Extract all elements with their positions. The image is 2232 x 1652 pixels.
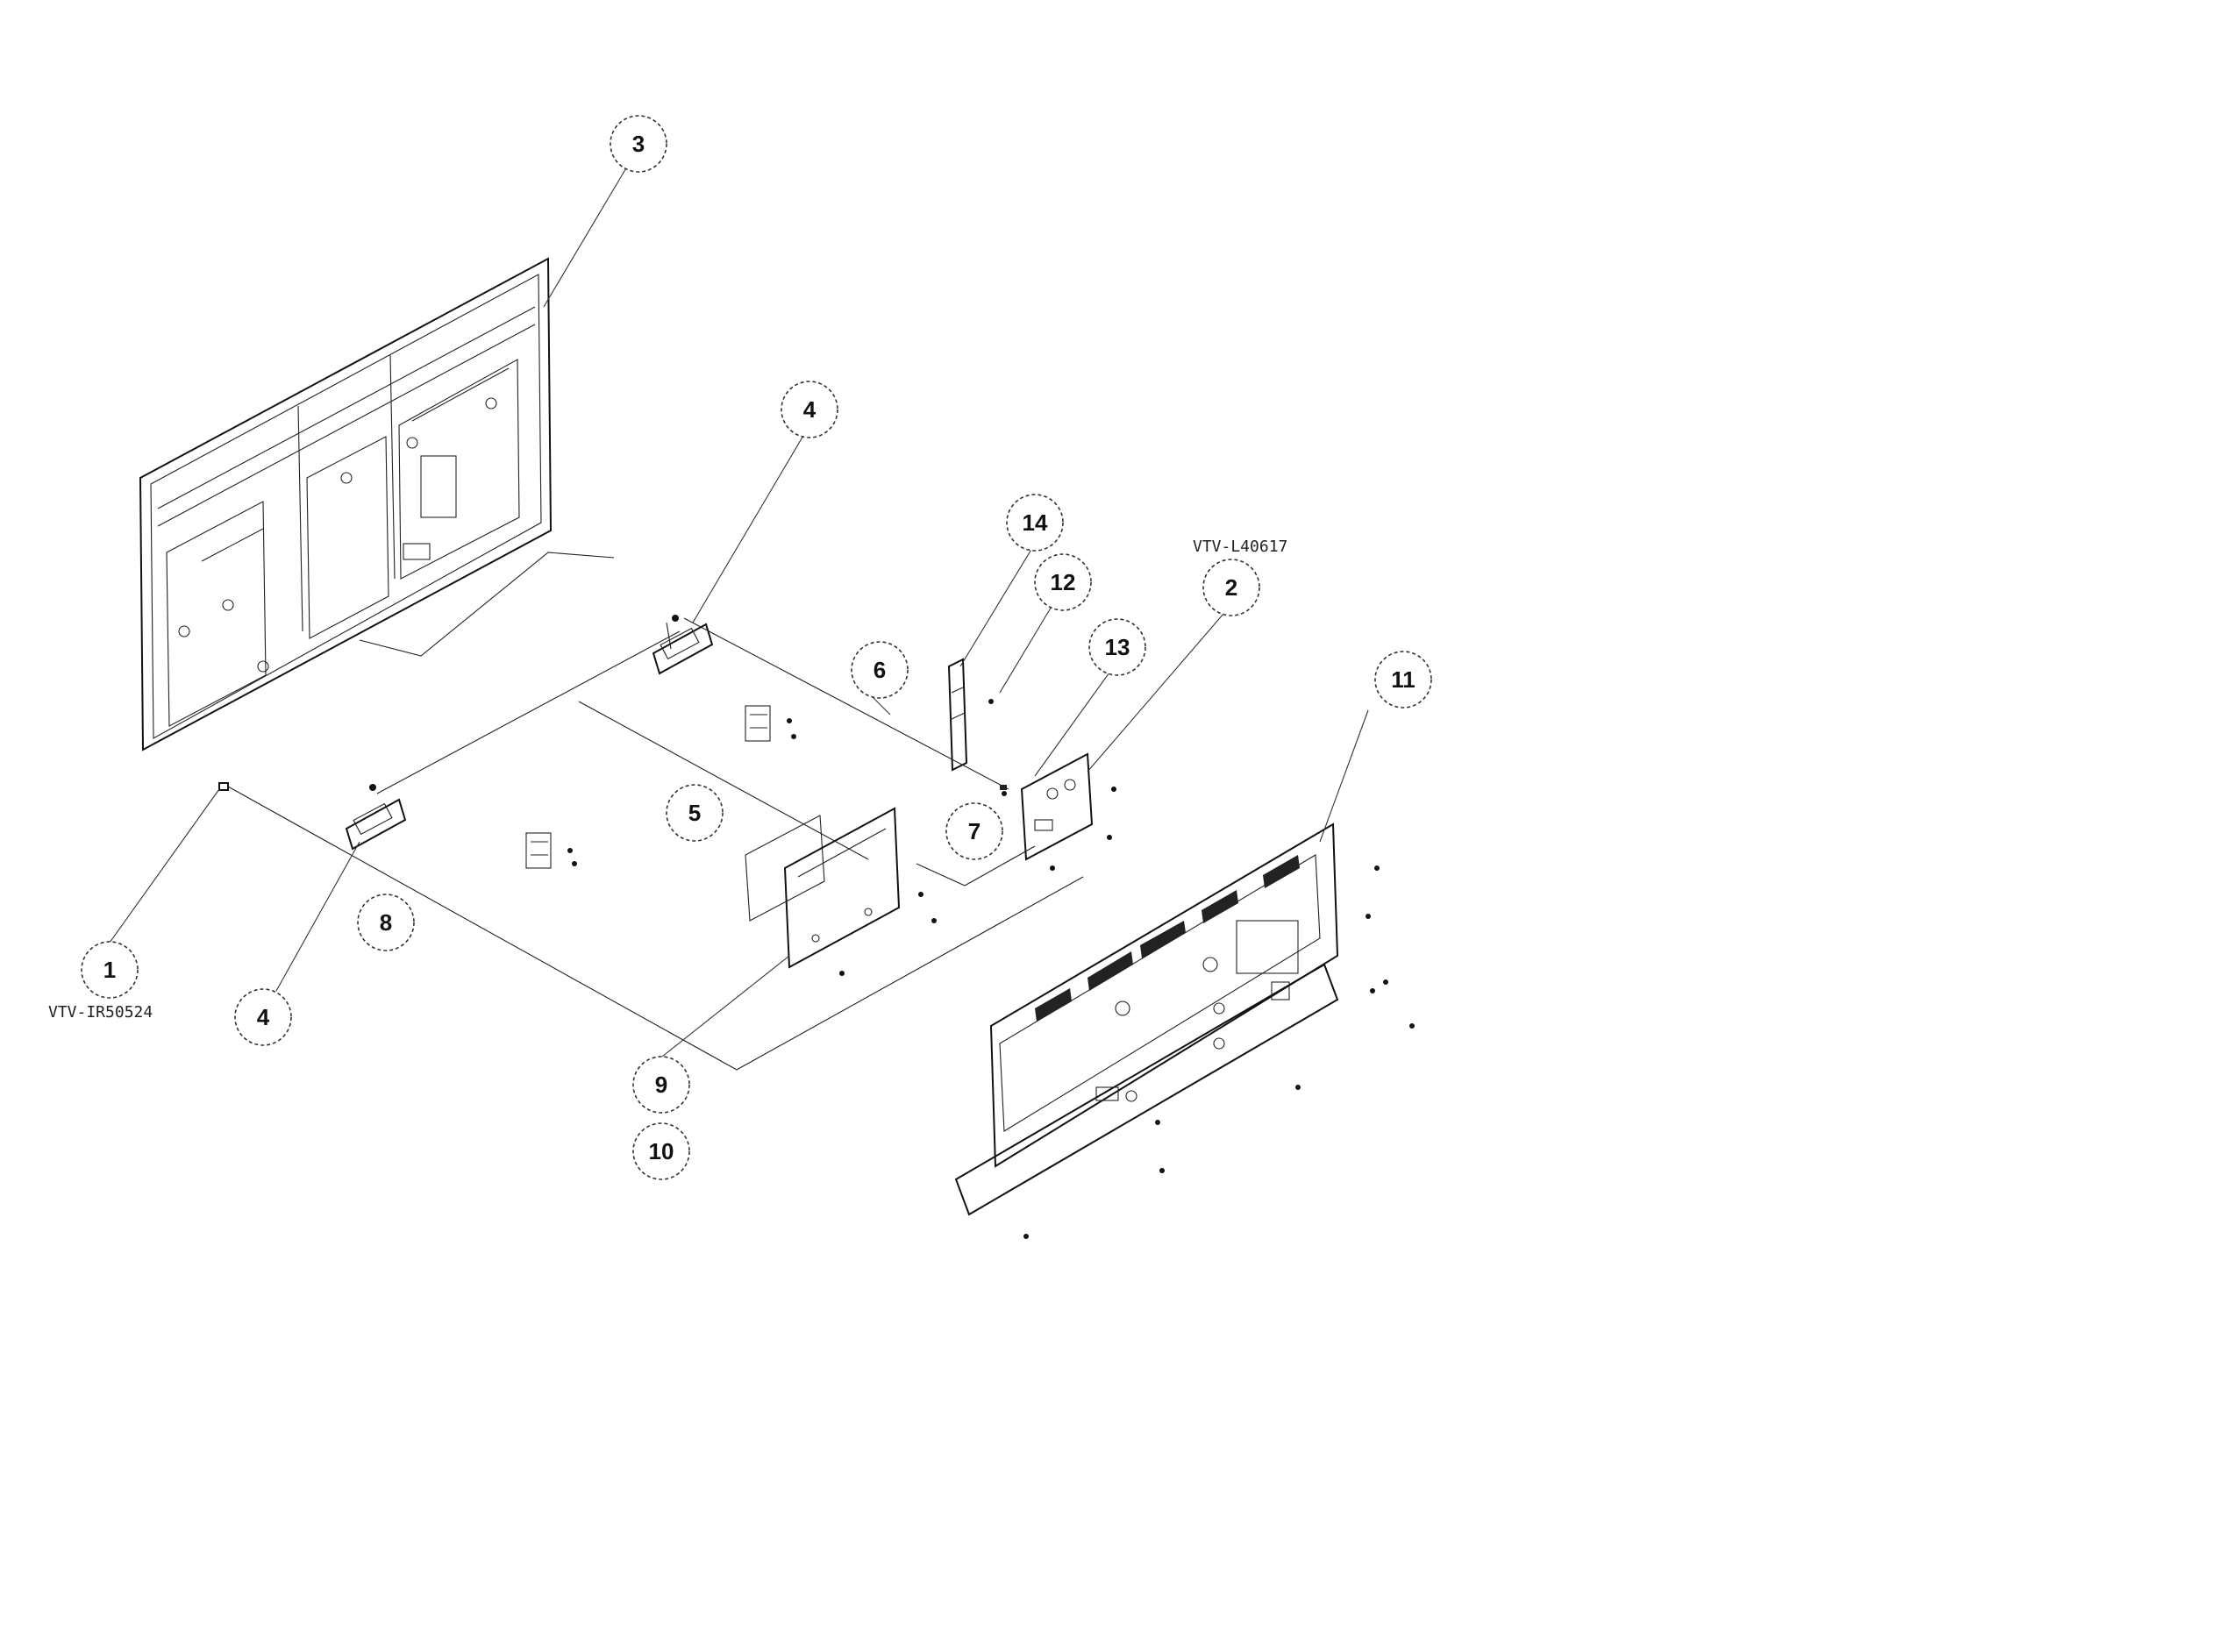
callout-3: 3 bbox=[610, 115, 667, 173]
svg-text:5: 5 bbox=[688, 800, 701, 826]
svg-text:2: 2 bbox=[1225, 574, 1237, 601]
mount-bracket-upper bbox=[745, 705, 796, 742]
svg-text:3: 3 bbox=[632, 131, 645, 157]
svg-text:8: 8 bbox=[380, 909, 392, 936]
callout-1: 1 bbox=[81, 941, 139, 999]
callout-5: 5 bbox=[666, 784, 724, 842]
svg-text:7: 7 bbox=[968, 818, 981, 844]
callout-10: 10 bbox=[632, 1122, 690, 1180]
reference-lines bbox=[227, 552, 1084, 1071]
svg-text:11: 11 bbox=[1391, 666, 1416, 693]
main-board-part bbox=[1000, 752, 1116, 871]
model-code-ir-board: VTV-IR50524 bbox=[48, 1003, 153, 1022]
callout-12: 12 bbox=[1034, 553, 1092, 611]
mount-bracket-lower bbox=[525, 832, 577, 869]
back-cover-part bbox=[954, 822, 1415, 1239]
svg-text:12: 12 bbox=[1051, 569, 1076, 595]
side-av-board-part bbox=[947, 658, 994, 772]
callout-6: 6 bbox=[851, 641, 909, 699]
svg-text:6: 6 bbox=[874, 657, 886, 683]
callout-4-lower: 4 bbox=[234, 988, 292, 1046]
svg-text:4: 4 bbox=[257, 1004, 270, 1030]
svg-text:13: 13 bbox=[1105, 634, 1130, 660]
callout-14: 14 bbox=[1006, 494, 1064, 552]
lcd-panel-part bbox=[139, 257, 553, 751]
svg-text:4: 4 bbox=[803, 396, 816, 423]
bracket-lower-part bbox=[345, 784, 407, 851]
callout-2: 2 bbox=[1202, 559, 1260, 616]
callout-4-upper: 4 bbox=[781, 381, 838, 438]
svg-text:14: 14 bbox=[1023, 509, 1048, 536]
svg-text:10: 10 bbox=[649, 1138, 674, 1164]
leader-lines bbox=[109, 166, 1369, 1057]
callout-9: 9 bbox=[632, 1056, 690, 1114]
ir-board-part bbox=[218, 782, 229, 791]
callout-13: 13 bbox=[1088, 618, 1146, 676]
callout-7: 7 bbox=[945, 802, 1003, 860]
svg-text:9: 9 bbox=[655, 1072, 667, 1098]
power-board-part bbox=[745, 807, 937, 976]
callout-8: 8 bbox=[357, 894, 415, 951]
model-code-main-board: VTV-L40617 bbox=[1193, 538, 1287, 556]
callout-11: 11 bbox=[1374, 651, 1432, 709]
svg-text:1: 1 bbox=[103, 957, 116, 983]
bracket-upper-part bbox=[652, 615, 714, 675]
